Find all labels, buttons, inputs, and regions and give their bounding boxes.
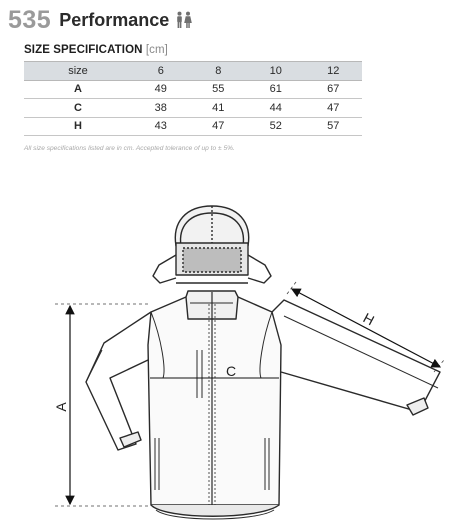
- spec-title: SIZE SPECIFICATION [cm]: [24, 44, 168, 56]
- product-name: Performance: [59, 9, 170, 30]
- measure-c-label: C: [226, 363, 236, 379]
- column-header: 6: [132, 61, 190, 81]
- product-header: 535 Performance: [8, 2, 193, 38]
- measure-c: C: [150, 363, 279, 379]
- measure-h: H: [286, 281, 445, 373]
- table-cell: 61: [269, 83, 282, 96]
- table-cell: 55: [212, 83, 225, 96]
- table-row: H 43 47 52 57: [24, 117, 362, 136]
- column-header: size: [24, 61, 132, 81]
- table-cell: 47: [327, 101, 340, 114]
- table-cell: 52: [269, 120, 282, 133]
- table-cell: 67: [327, 83, 340, 96]
- column-header: 10: [247, 61, 305, 81]
- measure-h-label: H: [361, 310, 377, 329]
- model-number: 535: [8, 5, 52, 34]
- table-row: A 49 55 61 67: [24, 80, 362, 99]
- table-cell: 41: [212, 101, 225, 114]
- table-header-row: size 6 8 10 12: [24, 61, 362, 81]
- column-header: 8: [189, 61, 247, 81]
- table-cell: 43: [154, 120, 167, 133]
- row-label: A: [74, 83, 82, 96]
- measure-a-label: A: [53, 402, 69, 412]
- table-cell: 49: [154, 83, 167, 96]
- table-row: C 38 41 44 47: [24, 99, 362, 117]
- row-label: C: [74, 101, 82, 114]
- measure-a: A: [53, 303, 151, 507]
- spec-title-text: SIZE SPECIFICATION: [24, 44, 143, 56]
- column-header: 12: [304, 61, 362, 81]
- jacket-drawing: [85, 290, 441, 520]
- spec-unit: [cm]: [145, 44, 168, 56]
- tolerance-note: All size specifications listed are in cm…: [24, 145, 235, 152]
- table-cell: 57: [327, 120, 340, 133]
- hood-drawing: [152, 205, 272, 284]
- size-table: size 6 8 10 12 A 49 55 61 67 C 38 41 44 …: [24, 61, 362, 136]
- table-cell: 38: [154, 101, 167, 114]
- table-cell: 44: [269, 101, 282, 114]
- row-label: H: [74, 120, 82, 133]
- table-cell: 47: [212, 120, 225, 133]
- man-woman-icon: [177, 11, 193, 28]
